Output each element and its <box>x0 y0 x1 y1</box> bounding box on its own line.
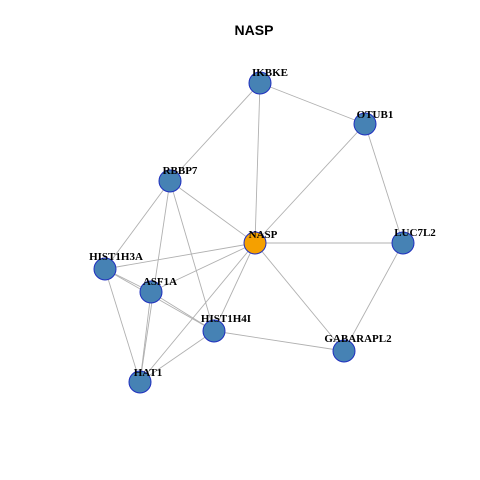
node-luc7l2 <box>391 231 415 255</box>
edge-luc7l2-gabarapl2 <box>343 242 404 352</box>
edge-asf1a-hist1h4i <box>150 291 215 332</box>
node-ikbke <box>248 71 272 95</box>
edge-ikbke-nasp <box>254 82 261 244</box>
nodes-layer <box>93 71 415 394</box>
edge-rbbp7-hist1h3a <box>104 180 171 270</box>
edge-otub1-luc7l2 <box>364 123 404 244</box>
node-label-hist1h4i: HIST1H4I <box>201 313 251 325</box>
node-label-ikbke: IKBKE <box>252 67 288 79</box>
edge-hist1h3a-hist1h4i <box>104 268 215 332</box>
node-label-gabarapl2: GABARAPL2 <box>324 333 392 345</box>
node-rbbp7 <box>158 169 182 193</box>
node-asf1a <box>139 280 163 304</box>
edge-nasp-hist1h4i <box>213 242 256 332</box>
edge-nasp-asf1a <box>150 242 256 293</box>
node-label-hat1: HAT1 <box>134 367 163 379</box>
edges-layer <box>104 82 404 383</box>
node-label-asf1a: ASF1A <box>143 276 177 288</box>
edge-nasp-hat1 <box>139 242 256 383</box>
graph-title: NASP <box>235 22 274 38</box>
node-nasp <box>243 231 267 255</box>
edge-ikbke-otub1 <box>259 82 366 125</box>
edge-hist1h4i-gabarapl2 <box>213 330 345 352</box>
edge-nasp-hist1h3a <box>104 242 256 270</box>
edge-rbbp7-nasp <box>169 180 256 244</box>
edge-nasp-gabarapl2 <box>254 242 345 352</box>
edge-ikbke-rbbp7 <box>169 82 261 182</box>
edge-hist1h4i-hat1 <box>139 330 215 383</box>
edge-asf1a-hat1 <box>139 291 152 383</box>
node-hist1h3a <box>93 257 117 281</box>
edge-rbbp7-hist1h4i <box>169 180 215 332</box>
node-gabarapl2 <box>332 339 356 363</box>
node-label-nasp: NASP <box>249 229 278 241</box>
edge-otub1-nasp <box>254 123 366 244</box>
node-otub1 <box>353 112 377 136</box>
node-label-otub1: OTUB1 <box>357 109 394 121</box>
node-label-hist1h3a: HIST1H3A <box>89 251 143 263</box>
node-label-luc7l2: LUC7L2 <box>394 227 436 239</box>
node-hist1h4i <box>202 319 226 343</box>
edge-hist1h3a-hat1 <box>104 268 141 383</box>
node-hat1 <box>128 370 152 394</box>
node-label-rbbp7: RBBP7 <box>163 165 198 177</box>
